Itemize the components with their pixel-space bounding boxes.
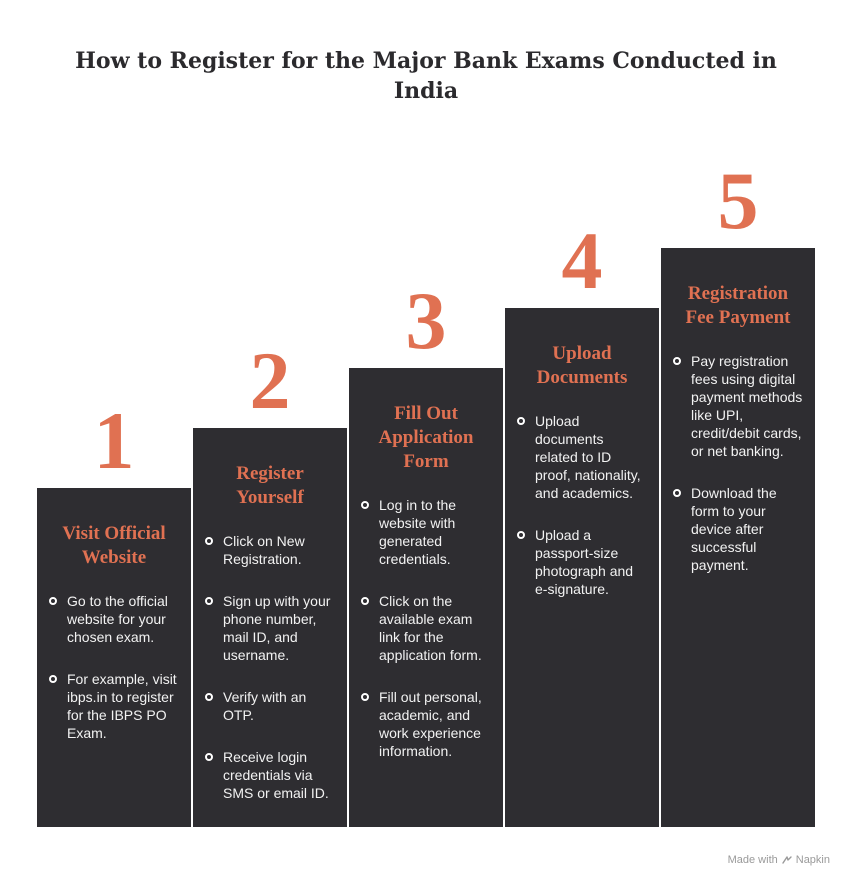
bullet-dot-icon: [517, 531, 525, 539]
bullet-dot-icon: [205, 753, 213, 761]
bullet-dot-icon: [205, 537, 213, 545]
bullet-dot-icon: [517, 417, 525, 425]
step-bullets-3: Log in to the website with generated cre…: [361, 496, 491, 760]
bullet-item: Upload documents related to ID proof, na…: [517, 412, 647, 502]
bullet-item: Log in to the website with generated cre…: [361, 496, 491, 568]
step-number-4: 4: [561, 215, 603, 306]
step-bullets-4: Upload documents related to ID proof, na…: [517, 412, 647, 598]
step-number-3: 3: [405, 275, 447, 366]
bullet-dot-icon: [361, 501, 369, 509]
step-column-1: Visit Official Website Go to the officia…: [37, 488, 191, 827]
step-column-5: Registration Fee Payment Pay registratio…: [661, 248, 815, 827]
bullet-dot-icon: [49, 597, 57, 605]
made-with-napkin-credit[interactable]: Made with Napkin: [728, 854, 830, 866]
bullet-dot-icon: [361, 597, 369, 605]
step-title-3: Fill Out Application Form: [378, 403, 474, 472]
bullet-dot-icon: [205, 597, 213, 605]
step-column-4: Upload Documents Upload documents relate…: [505, 308, 659, 827]
bullet-dot-icon: [673, 357, 681, 365]
napkin-logo-icon: [781, 854, 793, 866]
step-number-2: 2: [249, 335, 291, 426]
bullet-dot-icon: [673, 489, 681, 497]
step-bullets-1: Go to the official website for your chos…: [49, 592, 179, 742]
bullet-dot-icon: [361, 693, 369, 701]
step-column-2: Register Yourself Click on New Registrat…: [193, 428, 347, 827]
bullet-item: Fill out personal, academic, and work ex…: [361, 688, 491, 760]
step-title-2: Register Yourself: [236, 463, 304, 508]
footer-brand: Napkin: [795, 854, 830, 866]
step-number-5: 5: [717, 155, 759, 246]
bullet-item: Click on the available exam link for the…: [361, 592, 491, 664]
step-bullets-2: Click on New Registration. Sign up with …: [205, 532, 335, 802]
step-title-4: Upload Documents: [536, 343, 628, 388]
diagram-title: How to Register for the Major Bank Exams…: [75, 48, 777, 104]
step-bullets-5: Pay registration fees using digital paym…: [673, 352, 803, 574]
bullet-item: Pay registration fees using digital paym…: [673, 352, 803, 460]
step-column-3: Fill Out Application Form Log in to the …: [349, 368, 503, 827]
bullet-item: Receive login credentials via SMS or ema…: [205, 748, 335, 802]
step-number-1: 1: [93, 395, 135, 486]
bullet-item: Download the form to your device after s…: [673, 484, 803, 574]
footer-prefix: Made with: [727, 854, 778, 866]
step-title-5: Registration Fee Payment: [685, 283, 791, 328]
bullet-dot-icon: [49, 675, 57, 683]
bullet-item: Go to the official website for your chos…: [49, 592, 179, 646]
step-title-1: Visit Official Website: [62, 523, 166, 568]
bullet-dot-icon: [205, 693, 213, 701]
bullet-item: Upload a passport-size photograph and e-…: [517, 526, 647, 598]
bullet-item: Click on New Registration.: [205, 532, 335, 568]
bullet-item: Verify with an OTP.: [205, 688, 335, 724]
bullet-item: Sign up with your phone number, mail ID,…: [205, 592, 335, 664]
bullet-item: For example, visit ibps.in to register f…: [49, 670, 179, 742]
